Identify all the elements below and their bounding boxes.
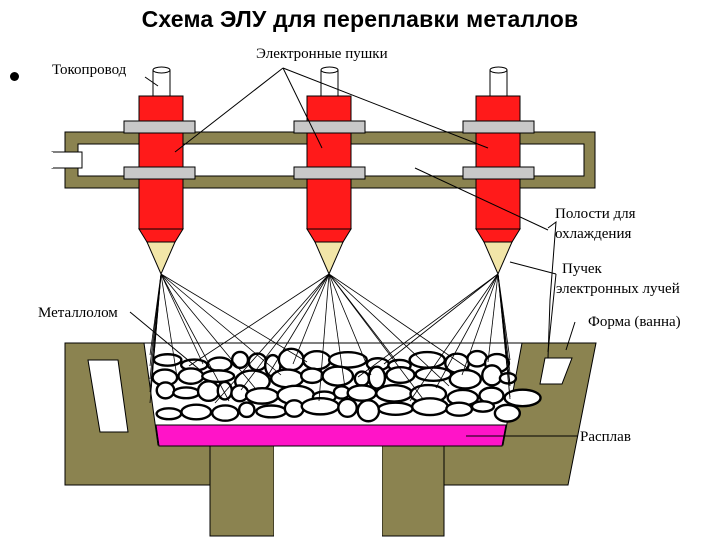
scrap-piece [155, 381, 176, 400]
electron-beam-line [497, 273, 511, 385]
scrap-piece [410, 397, 449, 417]
label-beam-1: Пучек [562, 261, 603, 277]
label-scrap-metal: Металлолом [38, 305, 118, 321]
electron-beam-line [160, 273, 256, 389]
scrap-piece [470, 400, 496, 413]
leader-lines [129, 67, 578, 437]
scrap-piece [255, 404, 288, 419]
scrap-piece [493, 403, 522, 423]
scrap-piece [277, 347, 305, 372]
scrap-piece [321, 365, 355, 387]
electron-beam-line [150, 273, 162, 391]
melt-pool [155, 424, 507, 447]
scrap-piece [346, 384, 378, 402]
electron-beam-line [318, 273, 330, 402]
electron-beam-line [487, 273, 499, 363]
electron-beam-line [149, 273, 162, 367]
label-melt: Расплав [580, 429, 631, 445]
electron-beam-line [292, 273, 330, 365]
scrap-piece [201, 369, 236, 384]
electron-beam-line [214, 273, 330, 404]
label-cooling-2: охлаждения [555, 226, 631, 242]
scrap-piece [448, 368, 482, 390]
scrap-piece [445, 401, 474, 417]
diagram-title: Схема ЭЛУ для переплавки металлов [141, 6, 579, 32]
electron-beam-line [328, 273, 346, 389]
label-cooling-1: Полости для [555, 206, 636, 222]
scrap-piece [327, 350, 368, 369]
bullet-point [10, 72, 19, 81]
electron-beam-line [160, 273, 282, 376]
scrap-piece [152, 353, 183, 367]
scrap-metal-pile [151, 347, 542, 423]
scrap-piece [375, 384, 414, 403]
scrap-piece [300, 396, 340, 416]
scrap-piece [367, 365, 387, 390]
scrap-piece [196, 380, 221, 403]
scrap-piece [302, 350, 332, 371]
scrap-piece [283, 399, 305, 418]
electron-beam-line [383, 273, 499, 365]
electron-beams [149, 273, 511, 404]
electron-beam-line [328, 273, 476, 374]
label-beam-2: электронных лучей [556, 281, 680, 297]
scrap-piece [356, 399, 381, 423]
scrap-piece [481, 364, 503, 387]
electron-beam-line [409, 273, 499, 402]
electron-beam-line [160, 273, 204, 365]
electron-gun-1 [123, 66, 196, 276]
electron-beam-line [266, 273, 330, 378]
scrap-piece [177, 367, 205, 385]
scrap-piece [230, 350, 250, 370]
scrap-piece [377, 401, 414, 417]
scrap-piece [211, 404, 240, 422]
scrap-piece [180, 403, 213, 421]
scrap-piece [244, 387, 280, 405]
electron-beam-line [160, 273, 308, 363]
electron-beam-line [160, 273, 230, 402]
electron-beam-line [328, 273, 372, 376]
electron-beam-line [240, 273, 330, 391]
label-electron-guns: Электронные пушки [256, 46, 388, 62]
scrap-piece [172, 386, 201, 400]
label-mold-bath: Форма (ванна) [588, 314, 681, 330]
scrap-piece [300, 367, 325, 385]
electron-beam-line [357, 273, 499, 378]
scrap-piece [206, 356, 233, 373]
electron-beam-line [160, 273, 178, 378]
electron-beam-line [328, 273, 450, 387]
scrap-piece [237, 401, 256, 419]
electron-beam-line [461, 273, 499, 376]
mold-bath [64, 342, 597, 540]
electron-beam-line [328, 273, 424, 400]
scrap-piece [337, 397, 358, 419]
electron-gun-2 [293, 66, 366, 276]
electron-beam-line [497, 273, 511, 361]
scrap-piece [503, 388, 542, 408]
electron-beam-line [435, 273, 499, 389]
scrap-piece [155, 407, 183, 421]
electron-gun-3 [462, 66, 535, 276]
scrap-piece [269, 368, 305, 389]
electron-beam-line [188, 273, 330, 367]
label-current-lead: Токопровод [52, 62, 127, 78]
